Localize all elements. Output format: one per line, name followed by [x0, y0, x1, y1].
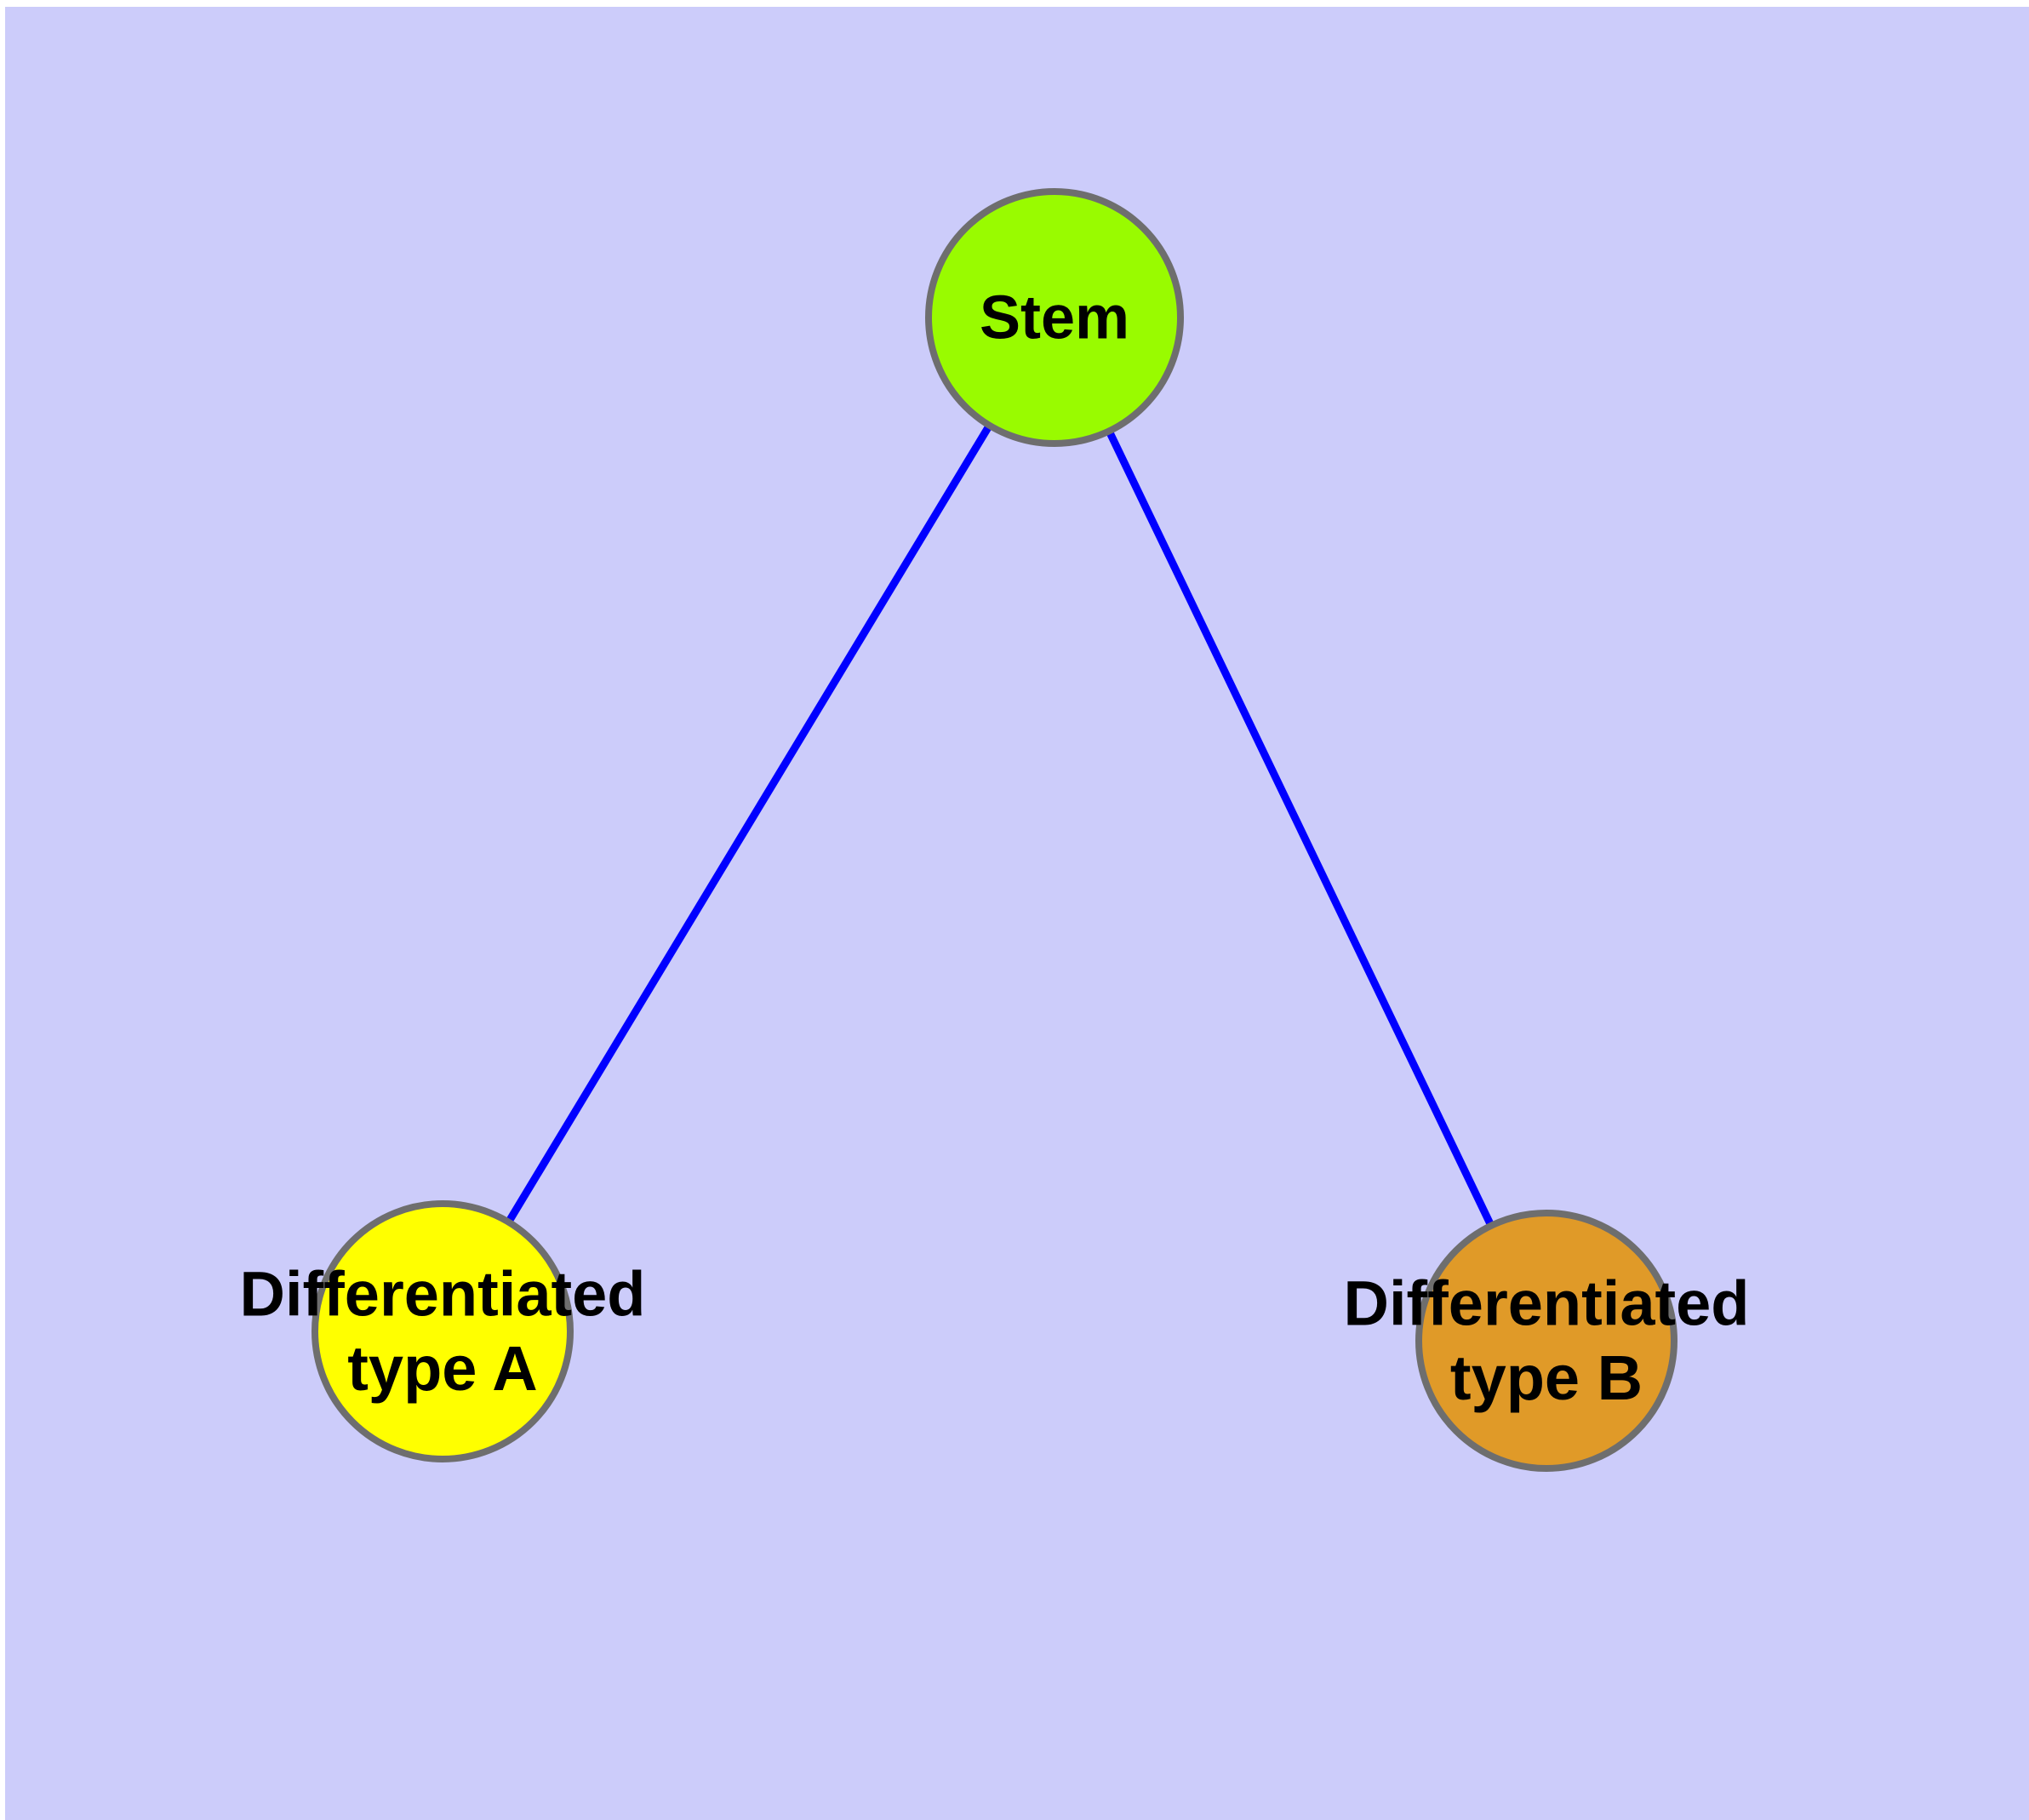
graph-node-label-line: Differentiated	[1344, 1268, 1750, 1339]
graph-node-label-stem: Stem	[980, 283, 1129, 352]
graph-node-label-line: type B	[1450, 1342, 1643, 1413]
node-layer	[311, 188, 1677, 1472]
graph-edge	[439, 315, 1058, 1334]
graph-edge	[1050, 316, 1551, 1342]
graph-node-label-line: type A	[347, 1333, 537, 1404]
graph-node-diff_b[interactable]	[1415, 1210, 1677, 1472]
graph-node-diff_a[interactable]	[311, 1200, 574, 1462]
graph-node-label-line: Differentiated	[240, 1259, 646, 1330]
graph-node-label-line: Stem	[980, 283, 1129, 352]
graph-node-stem[interactable]	[925, 188, 1184, 447]
edge-layer	[439, 315, 1551, 1342]
